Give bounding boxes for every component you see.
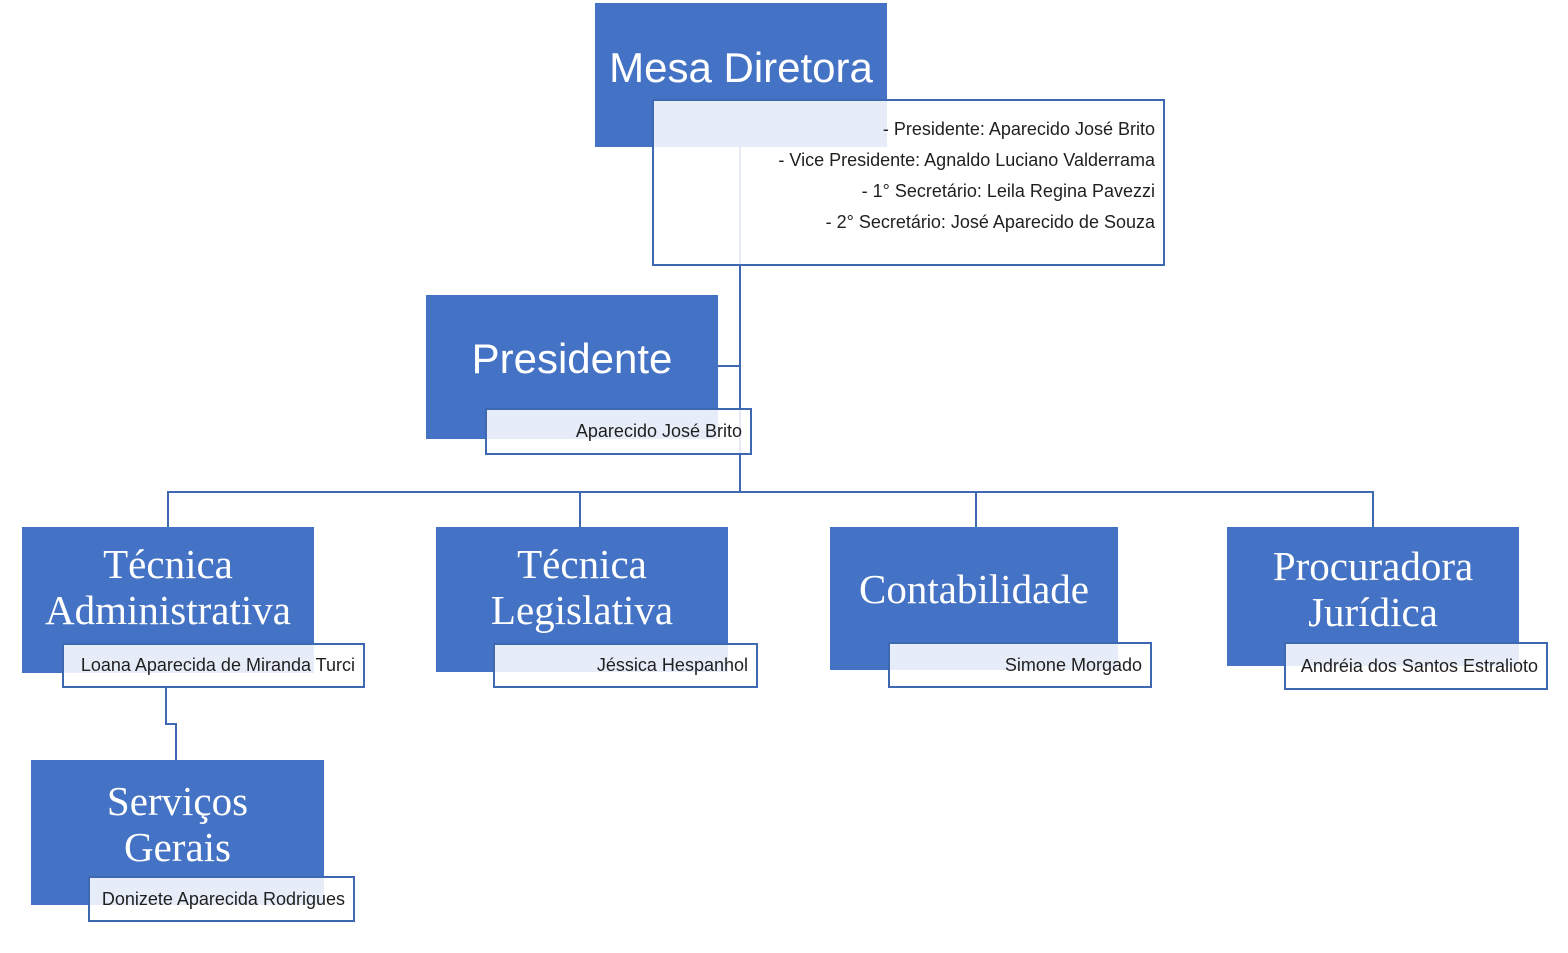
tecnica-legislativa-name: Jéssica Hespanhol — [596, 655, 748, 675]
contabilidade-title: Contabilidade — [858, 565, 1089, 612]
procuradora-juridica-title: Procuradora Jurídica — [1272, 542, 1474, 635]
member-item: - 1° Secretário: Leila Regina Pavezzi — [861, 181, 1155, 201]
mesa-diretora-title: Mesa Diretora — [609, 44, 873, 92]
servicos-gerais-name-box: Donizete Aparecida Rodrigues — [88, 876, 355, 922]
mesa-diretora-members-box: - Presidente: Aparecido José Brito - Vic… — [652, 99, 1165, 266]
connector-presidente-horizontal — [717, 365, 741, 367]
connector-servicos-vertical-1 — [165, 688, 167, 725]
servicos-gerais-title: Serviços Gerais — [106, 777, 249, 870]
connector-servicos-jog — [165, 723, 177, 725]
contabilidade-name-box: Simone Morgado — [888, 642, 1152, 688]
procuradora-juridica-name-box: Andréia dos Santos Estralioto — [1284, 642, 1548, 690]
tecnica-administrativa-name: Loana Aparecida de Miranda Turci — [80, 655, 355, 675]
member-item: - 2° Secretário: José Aparecido de Souza — [825, 212, 1155, 232]
connector-stub-tecnica-administrativa — [167, 491, 169, 528]
tecnica-legislativa-title: Técnica Legislativa — [490, 540, 674, 633]
servicos-gerais-name: Donizete Aparecida Rodrigues — [101, 888, 345, 909]
connector-mesa-vertical — [739, 147, 741, 493]
member-item: - Vice Presidente: Agnaldo Luciano Valde… — [778, 150, 1155, 170]
member-item: - Presidente: Aparecido José Brito — [882, 119, 1155, 139]
presidente-name-box: Aparecido José Brito — [485, 408, 752, 455]
contabilidade-name: Simone Morgado — [1004, 654, 1142, 675]
tecnica-administrativa-title: Técnica Administrativa — [45, 541, 291, 633]
tecnica-legislativa-name-box: Jéssica Hespanhol — [493, 643, 758, 688]
connector-distribution-horizontal — [167, 491, 1374, 493]
presidente-title: Presidente — [471, 335, 673, 383]
connector-stub-contabilidade — [975, 491, 977, 528]
connector-stub-procuradora-juridica — [1372, 491, 1374, 528]
presidente-name: Aparecido José Brito — [575, 421, 742, 441]
connector-servicos-vertical-2 — [175, 723, 177, 760]
connector-stub-tecnica-legislativa — [579, 491, 581, 528]
tecnica-administrativa-name-box: Loana Aparecida de Miranda Turci — [62, 643, 365, 688]
procuradora-juridica-name: Andréia dos Santos Estralioto — [1300, 655, 1538, 676]
